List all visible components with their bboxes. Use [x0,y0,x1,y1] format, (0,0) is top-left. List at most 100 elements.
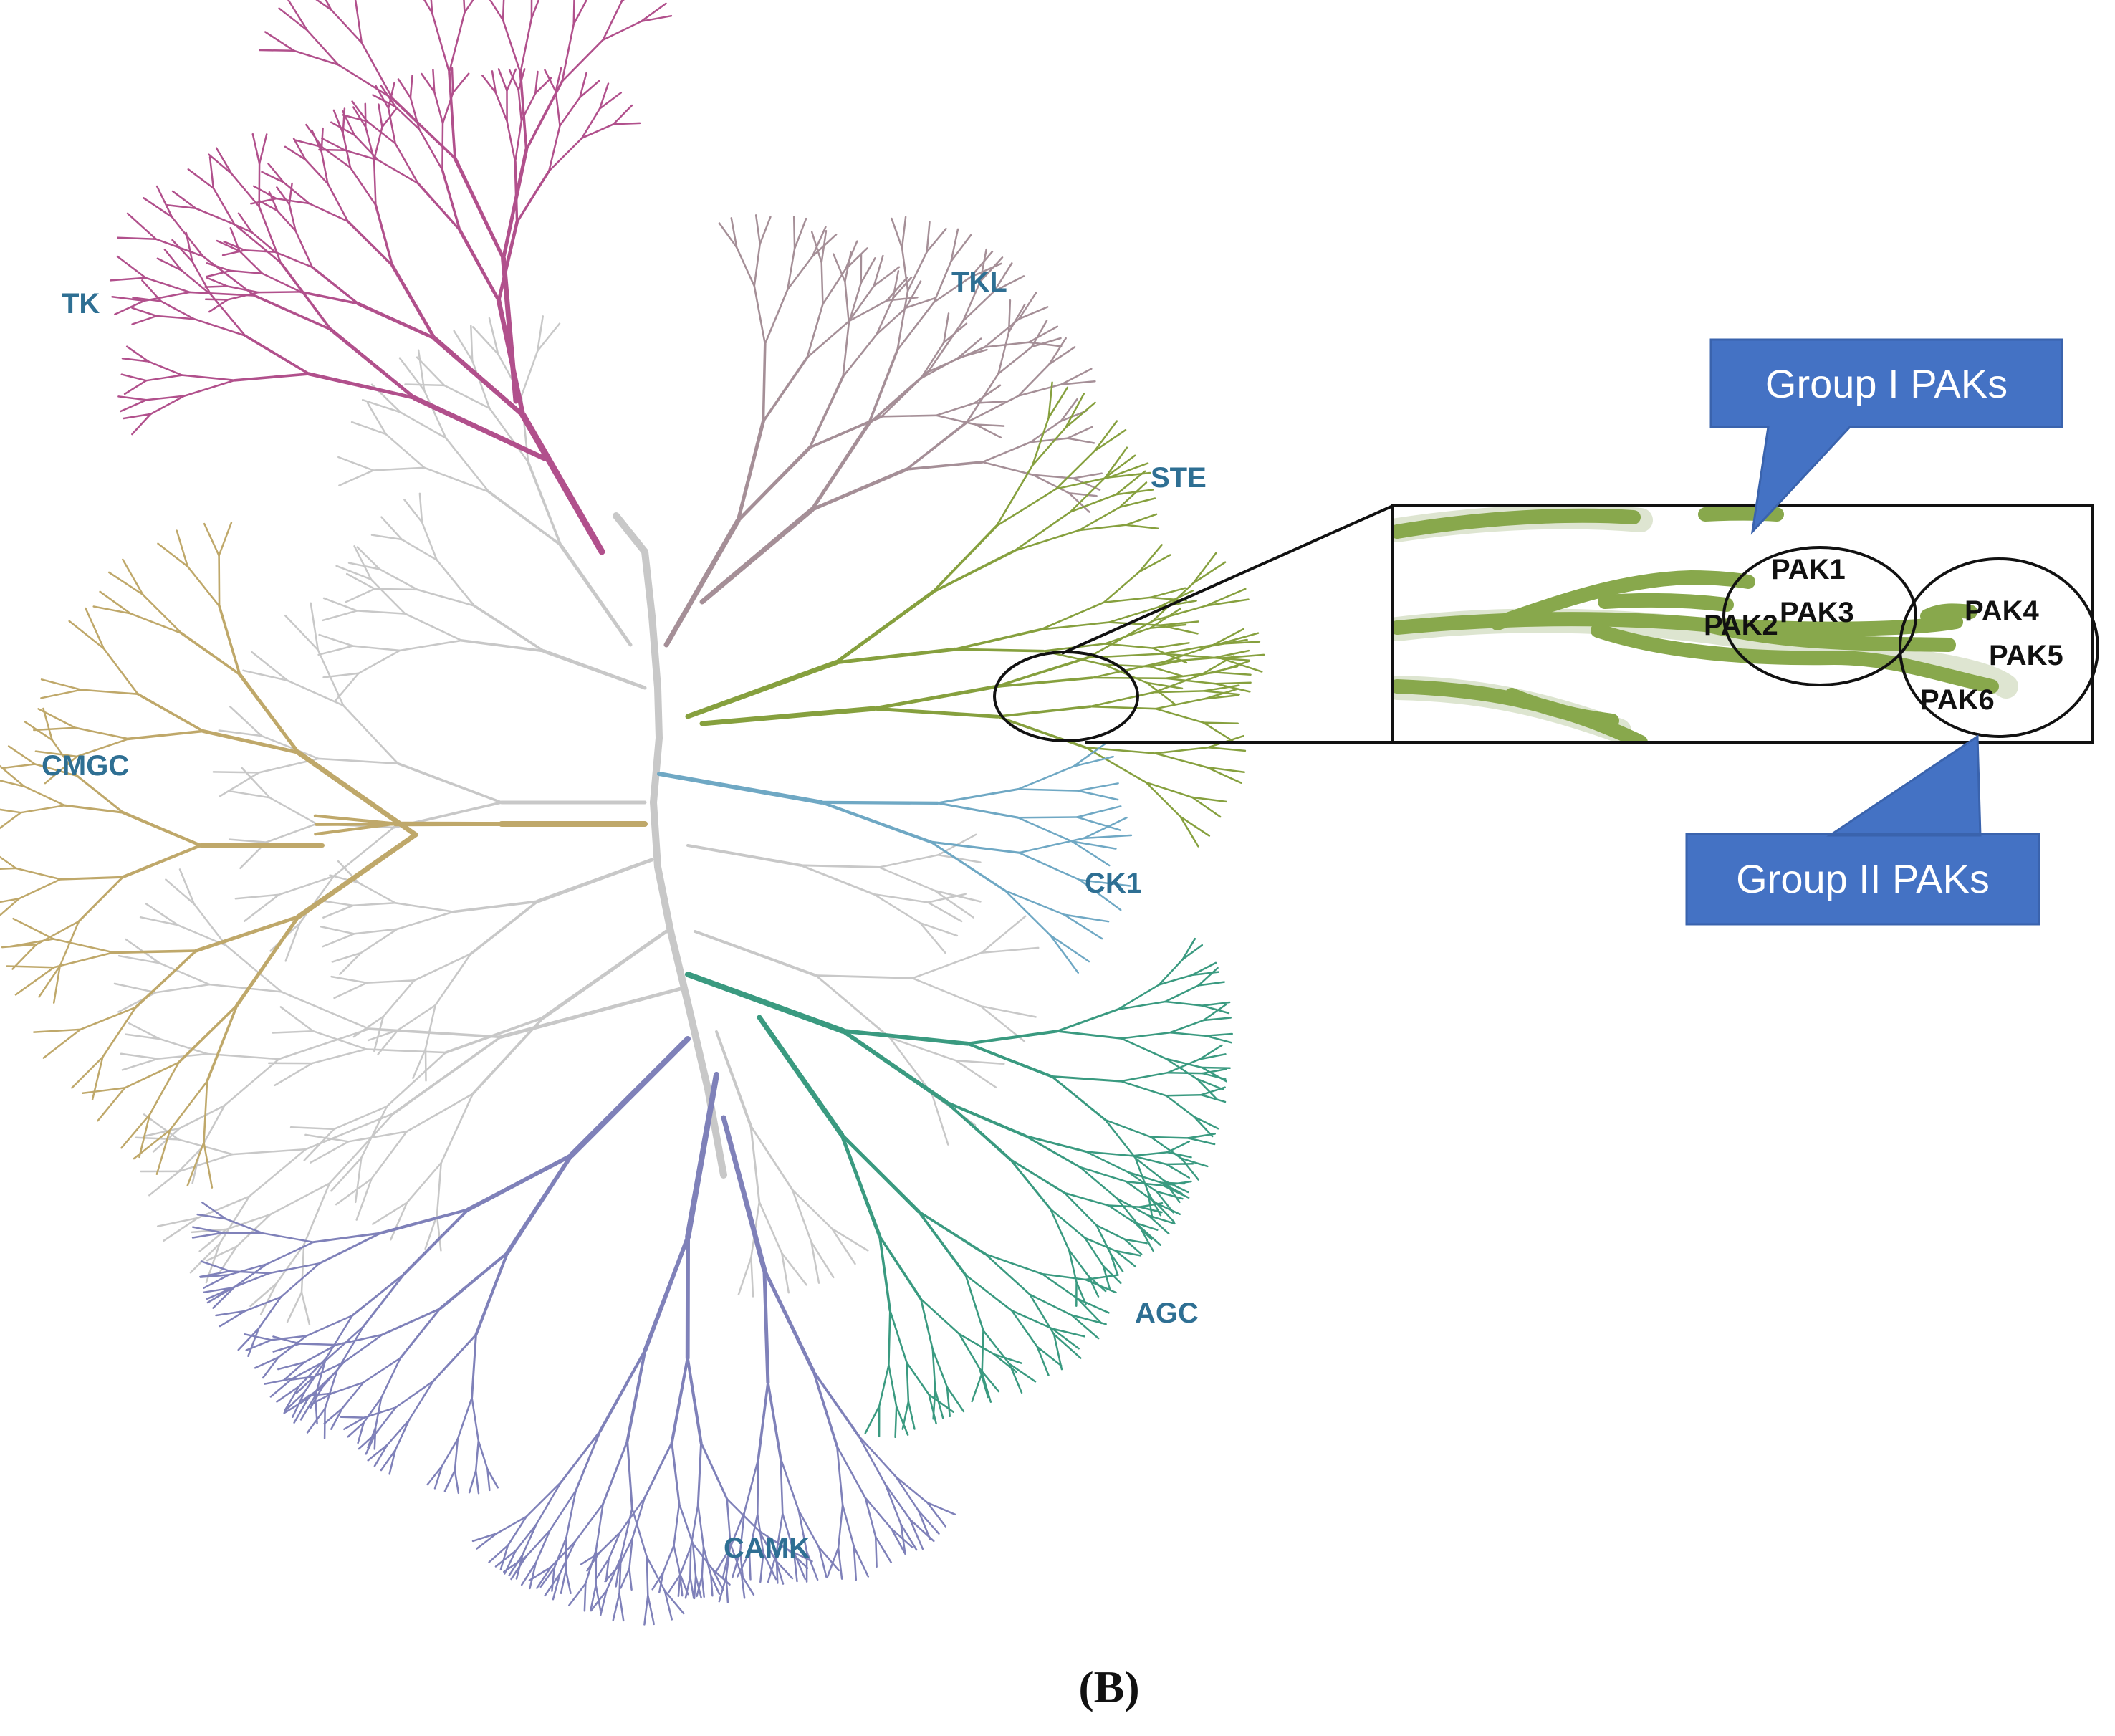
branch-ste [933,526,997,592]
branch-cmgc [16,868,60,879]
branch-camk [352,1274,404,1315]
branch-tk [393,99,455,158]
branch-camk [388,1420,410,1445]
branch-other [441,1094,473,1164]
branch-tk [165,249,182,270]
branch-tk [231,271,263,274]
branch-other [321,926,354,934]
branch-tk [523,416,602,552]
branch-ste [1126,514,1156,525]
branch-ste [1139,555,1170,572]
branch-ck1 [938,803,1018,817]
branch-other [269,797,316,824]
branch-tkl [760,217,771,244]
branch-agc [983,1330,1009,1364]
branch-agc [921,1299,959,1334]
branch-other [273,1031,314,1032]
branch-agc [921,1299,933,1350]
branch-camk [368,1445,388,1461]
branch-ste [1104,572,1139,603]
branch-ck1 [1018,790,1078,791]
branch-cmgc [14,919,54,939]
branch-other [353,646,400,651]
branch-other [244,895,279,921]
branch-other [230,706,262,736]
branch-agc [982,1330,984,1373]
branch-tk [259,50,294,51]
branch-tkl [982,462,1032,475]
branch-tk [556,92,560,126]
branch-camk [571,1039,688,1156]
branch-tk [328,183,348,221]
branch-other [149,1171,179,1195]
panel-label: (B) [1078,1661,1139,1712]
branch-camk [472,1335,476,1398]
branch-tkl [754,286,765,344]
label-pak2: PAK2 [1704,610,1778,641]
branch-tk [503,0,504,20]
branch-camk [341,1417,365,1418]
branch-cmgc [16,967,54,994]
branch-tk [532,0,546,19]
branch-tkl [794,216,795,249]
branch-other [279,876,334,895]
branch-cmgc [123,812,201,845]
branch-other [879,868,935,891]
branch-ste [1154,691,1204,692]
branch-camk [600,1533,620,1553]
branch-camk [843,1505,854,1546]
branch-other [312,1049,367,1063]
branch-ck1 [1019,838,1084,853]
branch-tkl [737,247,754,286]
branch-other [437,1215,441,1250]
branch-other [386,434,425,468]
branch-other [277,1245,304,1284]
branch-agc [985,1254,1030,1295]
branch-other [544,651,645,688]
branch-other [357,610,405,613]
branch-other [359,651,401,673]
tree-trunk [652,616,658,688]
branch-other [323,610,357,620]
branch-other [782,1253,789,1293]
branch-other [537,860,652,901]
branch-camk [645,1237,688,1351]
branch-camk [672,1358,688,1443]
branch-cmgc [13,944,37,969]
branch-camk [680,1547,691,1575]
branch-agc [946,1102,1025,1136]
branch-agc [759,1017,842,1135]
branch-camk [813,1371,837,1447]
branch-other [913,978,981,1006]
branch-tk [231,173,259,206]
branch-other [160,963,210,984]
branch-agc [985,1254,1042,1274]
branch-tk [398,79,411,97]
branch-other [320,635,353,646]
branch-tk [146,375,182,381]
branch-other [792,1190,832,1229]
branch-tk [562,40,603,82]
branch-other [282,992,369,1029]
branch-other [832,1229,855,1264]
branch-camk [476,1471,479,1494]
branch-agc [1166,1164,1189,1178]
branch-cmgc [98,1088,125,1121]
branch-camk [561,1570,566,1593]
branch-camk [688,1358,701,1443]
branch-agc [946,1102,1010,1159]
branch-other [816,976,890,1038]
branch-camk [469,1471,476,1493]
branch-camk [576,1431,600,1490]
branch-ck1 [1005,891,1064,915]
branch-tkl [849,286,874,321]
branch-tk [158,259,182,271]
branch-agc [919,1212,966,1275]
callout-group1: Group I PAKs [1711,340,2062,532]
branch-other [275,1063,312,1085]
branch-tk [549,125,560,171]
branch-other [561,545,631,645]
branch-cmgc [44,1030,80,1058]
branch-other [816,976,913,979]
branch-tk [549,138,582,171]
